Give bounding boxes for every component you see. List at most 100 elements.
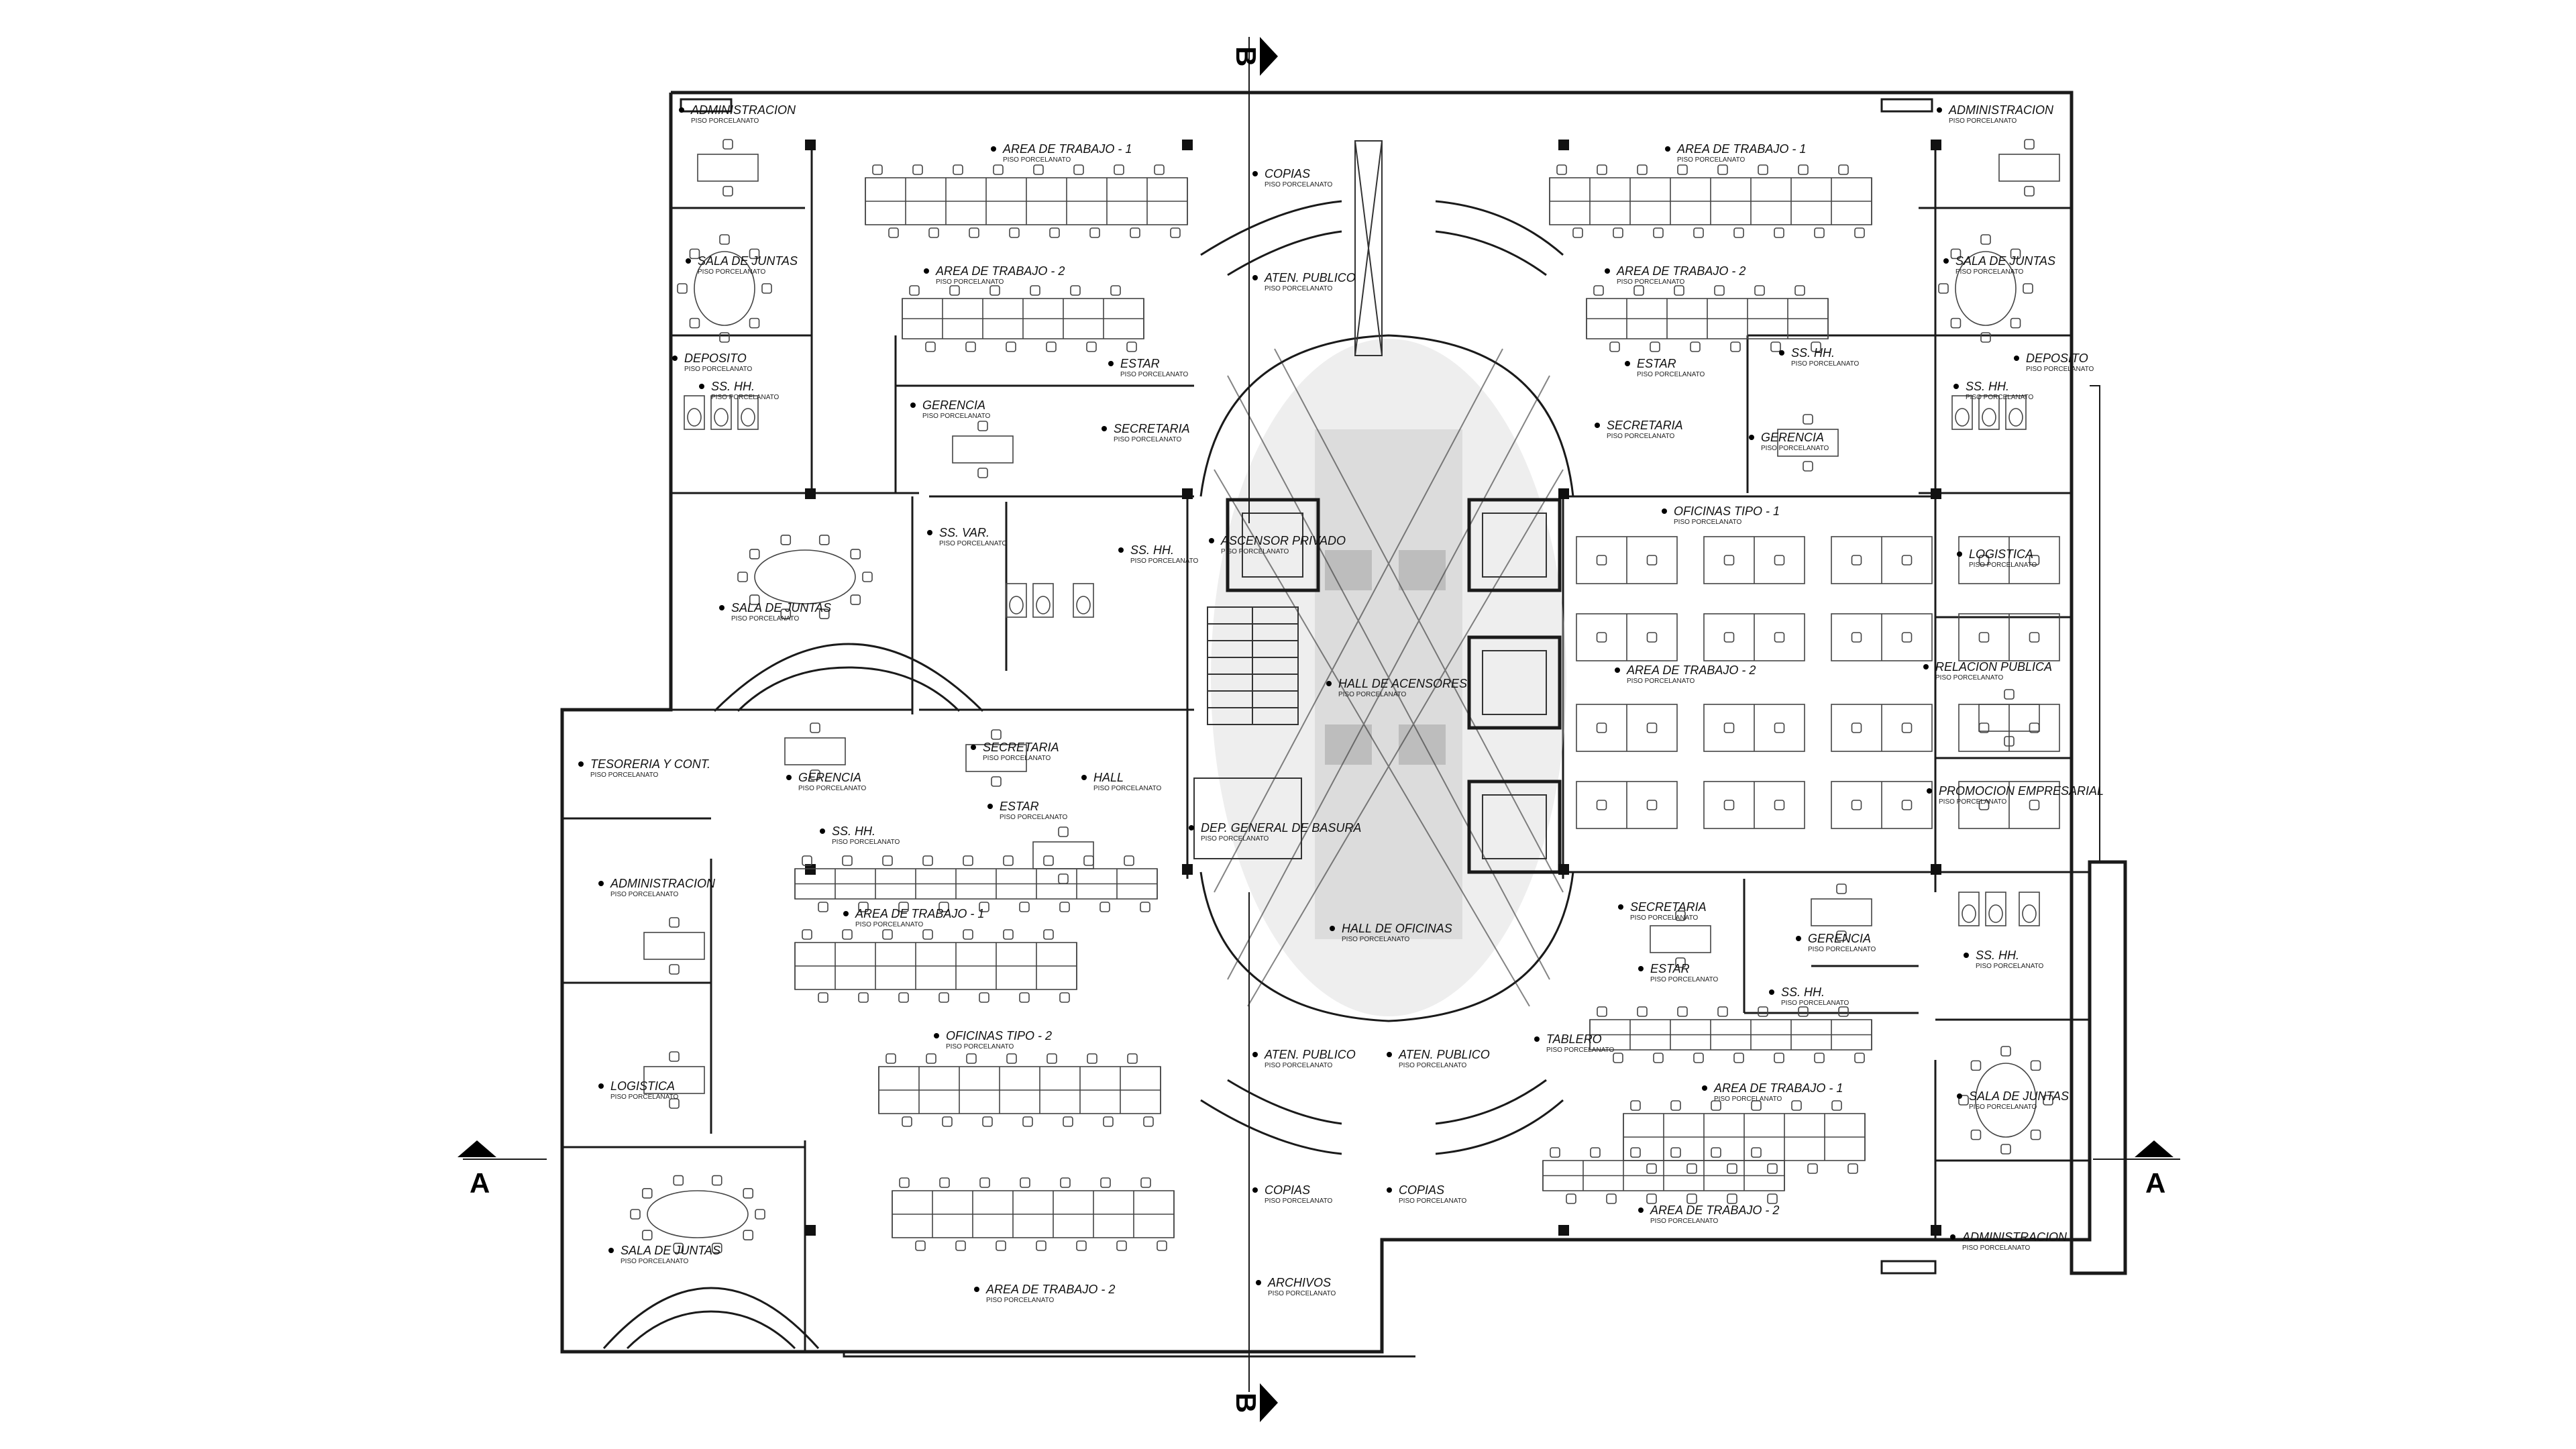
- room-tag-icon: [1209, 538, 1214, 543]
- chair: [1774, 632, 1785, 643]
- chair: [1791, 1100, 1802, 1111]
- room-name: GERENCIA: [1808, 932, 1871, 945]
- floor-finish: PISO PORCELANATO: [1781, 1000, 1849, 1007]
- room-name: AREA DE TRABAJO - 1: [1676, 142, 1806, 156]
- chair: [1613, 227, 1623, 238]
- chair: [1006, 341, 1016, 352]
- section-cut-b: B B: [1230, 37, 1278, 1422]
- chair: [977, 421, 988, 431]
- chair: [1650, 341, 1660, 352]
- chair: [1060, 1177, 1071, 1188]
- chair: [1630, 1100, 1641, 1111]
- chair: [1154, 164, 1165, 175]
- chair: [1798, 1006, 1809, 1017]
- section-arrow-icon: [458, 1140, 496, 1157]
- chair: [1140, 902, 1150, 912]
- floor-finish: PISO PORCELANATO: [1265, 1062, 1333, 1069]
- chair: [925, 341, 936, 352]
- room-label: SS. HH.PISO PORCELANATO: [820, 824, 900, 846]
- room-tag-icon: [1330, 926, 1335, 931]
- floor-finish: PISO PORCELANATO: [1935, 674, 2004, 682]
- chair: [1851, 800, 1862, 810]
- room-label: SS. VAR.PISO PORCELANATO: [927, 526, 1008, 547]
- chair: [850, 549, 861, 559]
- room-tag-icon: [934, 1033, 939, 1038]
- room-tag-icon: [971, 745, 976, 750]
- chair: [1670, 1100, 1681, 1111]
- room-name: ESTAR: [1650, 962, 1690, 975]
- room-name: ATEN. PUBLICO: [1264, 271, 1356, 284]
- room-name: HALL DE ACENSORES: [1338, 677, 1467, 690]
- room-tag-icon: [1957, 551, 1962, 557]
- chair: [1556, 164, 1567, 175]
- chair: [1978, 555, 1990, 566]
- chair: [810, 722, 820, 733]
- floor-finish: PISO PORCELANATO: [1399, 1062, 1467, 1069]
- chair: [899, 1177, 910, 1188]
- room-name: ADMINISTRACION: [610, 877, 716, 890]
- chair: [1838, 1006, 1849, 1017]
- chair: [898, 992, 909, 1003]
- chair: [955, 1240, 966, 1251]
- office-cubicles: [1576, 536, 2060, 661]
- chair: [979, 992, 989, 1003]
- chair: [1086, 341, 1097, 352]
- meeting-table: [1938, 234, 2033, 343]
- chair: [1036, 1240, 1046, 1251]
- floor-finish: PISO PORCELANATO: [610, 891, 679, 898]
- chair: [1851, 555, 1862, 566]
- section-arrow-icon: [1260, 37, 1278, 76]
- room-name: COPIAS: [1265, 167, 1310, 180]
- room-tag-icon: [924, 268, 929, 274]
- toilet-fixture: [684, 395, 705, 430]
- floor-finish: PISO PORCELANATO: [610, 1093, 679, 1101]
- chair: [1596, 632, 1607, 643]
- chair: [722, 139, 733, 150]
- desk-row: [1586, 285, 1829, 352]
- chair: [1633, 285, 1644, 296]
- chair: [979, 902, 989, 912]
- chair: [1646, 1193, 1657, 1204]
- floor-finish: PISO PORCELANATO: [1714, 1095, 1782, 1103]
- section-b-top: B: [1230, 46, 1262, 66]
- room-name: AREA DE TRABAJO - 2: [1650, 1203, 1779, 1217]
- room-name: SS. HH.: [711, 380, 755, 393]
- chair: [1590, 1147, 1601, 1158]
- room-name: SS. HH.: [1976, 949, 2019, 962]
- floor-finish: PISO PORCELANATO: [1969, 561, 2037, 569]
- chair: [926, 1053, 936, 1064]
- section-arrow-icon: [2135, 1140, 2174, 1157]
- room-tag-icon: [679, 107, 684, 113]
- chair: [1646, 632, 1658, 643]
- floor-finish: PISO PORCELANATO: [1201, 835, 1269, 843]
- private-elevator: [1226, 498, 1320, 592]
- room-tag-icon: [1943, 258, 1949, 264]
- chair: [1670, 1147, 1681, 1158]
- chair: [755, 1209, 765, 1220]
- chair: [1609, 341, 1620, 352]
- chair: [1950, 317, 1962, 329]
- chair: [669, 917, 680, 928]
- desk-row: [794, 929, 1077, 1003]
- room-tag-icon: [1923, 664, 1929, 669]
- room-name: ADMINISTRACION: [690, 103, 796, 117]
- floor-finish: PISO PORCELANATO: [1976, 963, 2044, 970]
- room-label: SS. HH.PISO PORCELANATO: [1118, 543, 1199, 565]
- room-tag-icon: [1779, 350, 1784, 356]
- room-name: SS. HH.: [832, 824, 875, 838]
- chair: [1046, 1053, 1057, 1064]
- room-name: AREA DE TRABAJO - 2: [985, 1283, 1115, 1296]
- chair: [1058, 826, 1069, 837]
- room-name: SALA DE JUNTAS: [621, 1244, 720, 1257]
